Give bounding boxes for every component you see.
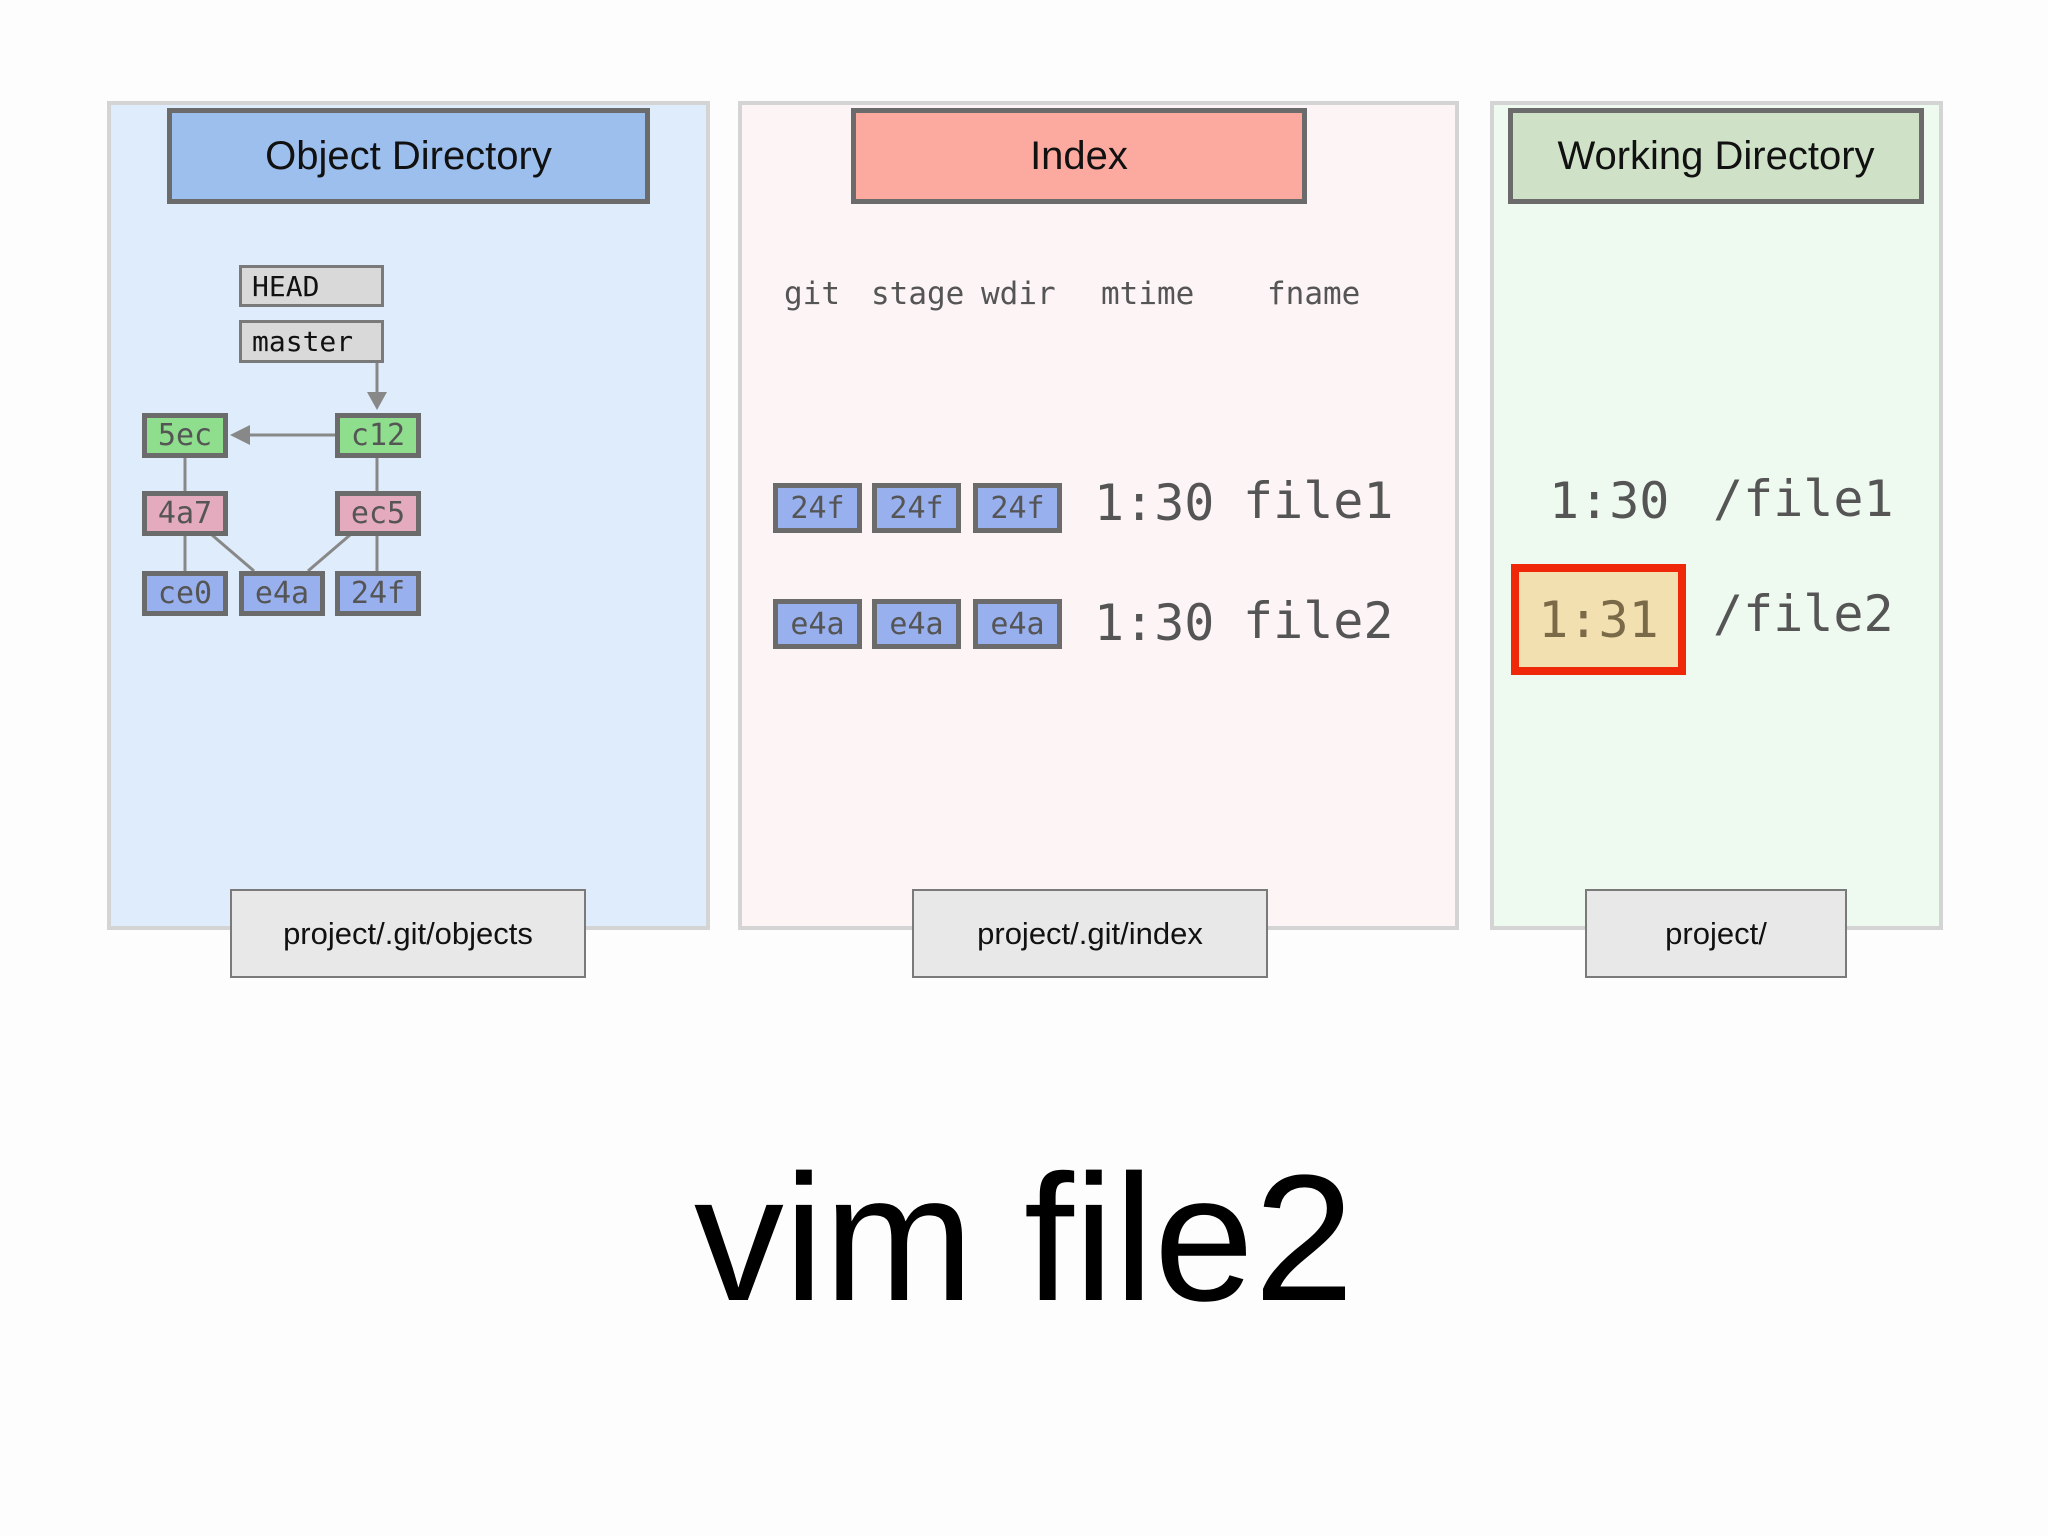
index-wdir-hash: 24f [973, 483, 1062, 533]
index-wdir-hash: e4a [973, 599, 1062, 649]
working-directory-path: project/ [1585, 889, 1847, 978]
index-stage-hash: e4a [872, 599, 961, 649]
working-file-name: /file2 [1713, 585, 1894, 643]
index-path: project/.git/index [912, 889, 1268, 978]
object-directory-path: project/.git/objects [230, 889, 586, 978]
blob-node: ce0 [142, 571, 228, 616]
working-file-mtime: 1:31 [1538, 590, 1659, 649]
object-directory-title: Object Directory [167, 108, 650, 204]
command-caption: vim file2 [693, 1138, 1355, 1339]
working-directory-panel [1490, 101, 1943, 930]
index-mtime: 1:30 [1094, 594, 1215, 652]
index-header-stage: stage [871, 276, 965, 312]
working-file-mtime: 1:30 [1549, 472, 1670, 530]
blob-node: 24f [335, 571, 421, 616]
arrow-left-icon [230, 425, 250, 445]
tree-node: 4a7 [142, 491, 228, 536]
index-fname: file1 [1243, 472, 1394, 530]
index-stage-hash: 24f [872, 483, 961, 533]
ref-master: master [239, 320, 384, 363]
index-header-mtime: mtime [1101, 276, 1195, 312]
index-mtime: 1:30 [1094, 474, 1215, 532]
index-git-hash: 24f [773, 483, 862, 533]
index-header-fname: fname [1267, 276, 1361, 312]
index-git-hash: e4a [773, 599, 862, 649]
commit-node: 5ec [142, 413, 228, 458]
ref-head: HEAD [239, 265, 384, 307]
index-title: Index [851, 108, 1307, 204]
blob-node: e4a [239, 571, 325, 616]
working-file-name: /file1 [1713, 470, 1894, 528]
index-fname: file2 [1243, 592, 1394, 650]
arrow-down-icon [367, 392, 387, 410]
index-header-wdir: wdir [981, 276, 1056, 312]
working-directory-title: Working Directory [1508, 108, 1924, 204]
index-header-git: git [784, 276, 840, 312]
tree-node: ec5 [335, 491, 421, 536]
modified-mtime-highlight: 1:31 [1511, 564, 1686, 675]
commit-node: c12 [335, 413, 421, 458]
